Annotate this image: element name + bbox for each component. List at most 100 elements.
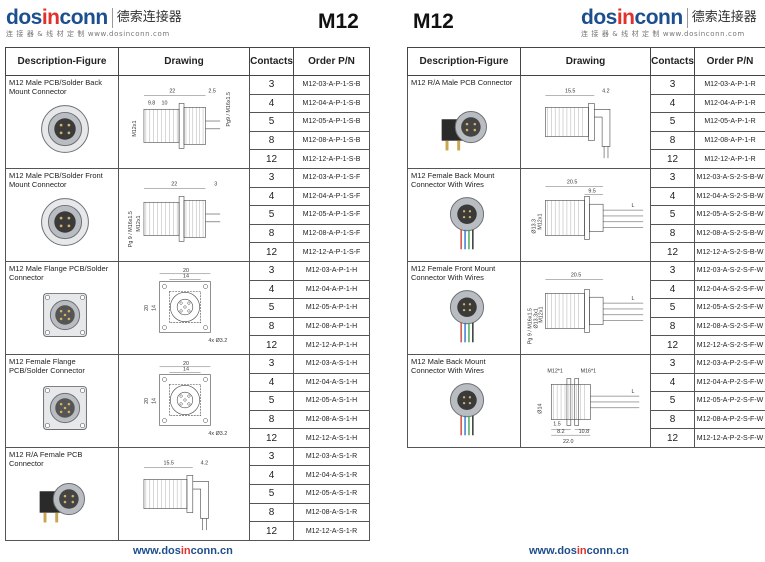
order-pn-cell[interactable]: M12-03-A-S-1-R xyxy=(293,446,370,467)
order-pn-cell[interactable]: M12-04-A-P-2-S-F-W xyxy=(694,372,765,393)
order-pn-cell[interactable]: M12-12-A-P-1-S-F xyxy=(293,242,370,262)
product-description: M12 Female Flange PCB/Solder Connector xyxy=(9,356,85,375)
order-pn-cell[interactable]: M12-12-A-S-2-S-B-W xyxy=(694,242,765,262)
contacts-cell: 4 xyxy=(249,93,294,114)
order-pn-cell[interactable]: M12-08-A-P-1-R xyxy=(694,130,765,151)
dimension-label: 14 xyxy=(152,305,158,311)
order-pn-cell[interactable]: M12-03-A-P-1-H xyxy=(293,260,370,281)
order-pn-cell[interactable]: M12-03-A-S-2-S-F-W xyxy=(694,260,765,281)
product-photo xyxy=(43,292,87,337)
order-pn-cell[interactable]: M12-04-A-P-1-H xyxy=(293,279,370,300)
product-description: M12 R/A Female PCB Connector xyxy=(9,449,83,468)
order-pn-cell[interactable]: M12-05-A-P-1-S-F xyxy=(293,205,370,225)
order-pn-cell[interactable]: M12-12-A-P-1-R xyxy=(694,149,765,169)
product-description-cell: M12 Male PCB/Solder Front Mount Connecto… xyxy=(5,167,119,262)
order-pn-cell[interactable]: M12-04-A-S-2-S-F-W xyxy=(694,279,765,300)
order-pn-cell[interactable]: M12-05-A-S-1-H xyxy=(293,391,370,411)
order-pn-cell[interactable]: M12-03-A-S-2-S-B-W xyxy=(694,167,765,188)
order-pn-cell[interactable]: M12-08-A-P-1-S-B xyxy=(293,130,370,151)
brand-logo[interactable]: dosinconn 德索连接器 连 接 器 & 线 材 定 制 www.dosi… xyxy=(581,7,757,38)
product-photo xyxy=(441,110,487,151)
order-pn-cell[interactable]: M12-08-A-P-2-S-F-W xyxy=(694,409,765,430)
product-description: M12 Male PCB/Solder Back Mount Connector xyxy=(9,78,102,96)
dimension-label: 20.5 xyxy=(571,273,581,279)
order-pn-cell[interactable]: M12-03-A-P-1-R xyxy=(694,75,765,95)
order-pn-cell[interactable]: M12-05-A-P-1-S-B xyxy=(293,112,370,132)
table-row: M12 Male PCB/Solder Front Mount Connecto… xyxy=(5,167,370,262)
order-pn-cell[interactable]: M12-05-A-P-2-S-F-W xyxy=(694,391,765,411)
product-photo-box xyxy=(424,100,510,158)
brand-logo[interactable]: dosinconn 德索连接器 连 接 器 & 线 材 定 制 www.dosi… xyxy=(6,7,182,38)
order-pn-cell[interactable]: M12-05-A-S-2-S-B-W xyxy=(694,205,765,225)
dimension-label: 15.5 xyxy=(163,461,173,467)
contacts-cell: 8 xyxy=(249,502,294,523)
order-pn-cell[interactable]: M12-05-A-S-2-S-F-W xyxy=(694,298,765,318)
contacts-cell: 3 xyxy=(249,446,294,467)
product-description: M12 Female Back Mount Connector With Wir… xyxy=(411,170,495,189)
product-table: Description-Figure Drawing Contacts Orde… xyxy=(5,47,370,541)
order-pn-cell[interactable]: M12-03-A-P-2-S-F-W xyxy=(694,353,765,374)
order-pn-cell[interactable]: M12-12-A-S-1-H xyxy=(293,428,370,448)
dimension-label: 20 xyxy=(144,398,150,404)
table-header-row: Description-Figure Drawing Contacts Orde… xyxy=(5,47,370,76)
header-contacts: Contacts xyxy=(249,47,294,76)
order-pn-cell[interactable]: M12-12-A-S-1-R xyxy=(293,521,370,541)
dimension-label: M12x1 xyxy=(136,215,142,231)
footer-url[interactable]: www.dosinconn.cn xyxy=(529,545,629,557)
order-pn-cell[interactable]: M12-08-A-P-1-H xyxy=(293,316,370,337)
dimension-label: Ø14 xyxy=(538,403,544,413)
order-pn-cell[interactable]: M12-04-A-P-1-R xyxy=(694,93,765,114)
dimension-label: M12x1 xyxy=(538,214,544,230)
order-pn-cell[interactable]: M12-12-A-P-1-H xyxy=(293,335,370,355)
dimension-label: Pg 9 / M16x1.5 xyxy=(128,211,134,247)
product-description-cell: M12 R/A Male PCB Connector xyxy=(407,75,521,169)
contacts-cell: 5 xyxy=(249,484,294,504)
order-pn-cell[interactable]: M12-08-A-P-1-S-F xyxy=(293,223,370,244)
order-pn-cell[interactable]: M12-05-A-S-1-R xyxy=(293,484,370,504)
dimension-label: 14 xyxy=(183,367,189,373)
product-description: M12 Female Front Mount Connector With Wi… xyxy=(411,263,496,282)
dimension-label: M12x1 xyxy=(132,121,138,137)
order-pn-cell[interactable]: M12-04-A-P-1-S-F xyxy=(293,186,370,207)
contacts-cell: 12 xyxy=(650,428,695,448)
order-pn-cell[interactable]: M12-05-A-P-1-R xyxy=(694,112,765,132)
order-pn-cell[interactable]: M12-03-A-P-1-S-F xyxy=(293,167,370,188)
order-pn-cell[interactable]: M12-12-A-P-2-S-F-W xyxy=(694,428,765,448)
order-pn-cell[interactable]: M12-08-A-S-2-S-F-W xyxy=(694,316,765,337)
order-pn-cell[interactable]: M12-08-A-S-1-R xyxy=(293,502,370,523)
contacts-cell: 4 xyxy=(249,465,294,486)
order-pn-cell[interactable]: M12-08-A-S-2-S-B-W xyxy=(694,223,765,244)
header-order-pn: Order P/N xyxy=(694,47,765,76)
order-pn-cell[interactable]: M12-08-A-S-1-H xyxy=(293,409,370,430)
dimension-label: 9.8 xyxy=(148,100,155,106)
table-row: M12 Male PCB/Solder Back Mount Connector… xyxy=(5,75,370,169)
order-pn-cell[interactable]: M12-04-A-S-2-S-B-W xyxy=(694,186,765,207)
order-pn-cell[interactable]: M12-03-A-S-1-H xyxy=(293,353,370,374)
order-pn-cell[interactable]: M12-05-A-P-1-H xyxy=(293,298,370,318)
dimension-label: 22.0 xyxy=(563,439,573,445)
order-pn-cell[interactable]: M12-12-A-P-1-S-B xyxy=(293,149,370,169)
order-pn-cell[interactable]: M12-04-A-S-1-H xyxy=(293,372,370,393)
product-table: Description-Figure Drawing Contacts Orde… xyxy=(407,47,765,448)
order-pn-cell[interactable]: M12-04-A-P-1-S-B xyxy=(293,93,370,114)
order-pn-cell[interactable]: M12-12-A-S-2-S-F-W xyxy=(694,335,765,355)
order-pn-cell[interactable]: M12-03-A-P-1-S-B xyxy=(293,75,370,95)
footer-url[interactable]: www.dosinconn.cn xyxy=(133,545,233,557)
header-order-pn: Order P/N xyxy=(293,47,370,76)
order-pn-cell[interactable]: M12-04-A-S-1-R xyxy=(293,465,370,486)
table-row: M12 Female Back Mount Connector With Wir… xyxy=(407,167,765,262)
